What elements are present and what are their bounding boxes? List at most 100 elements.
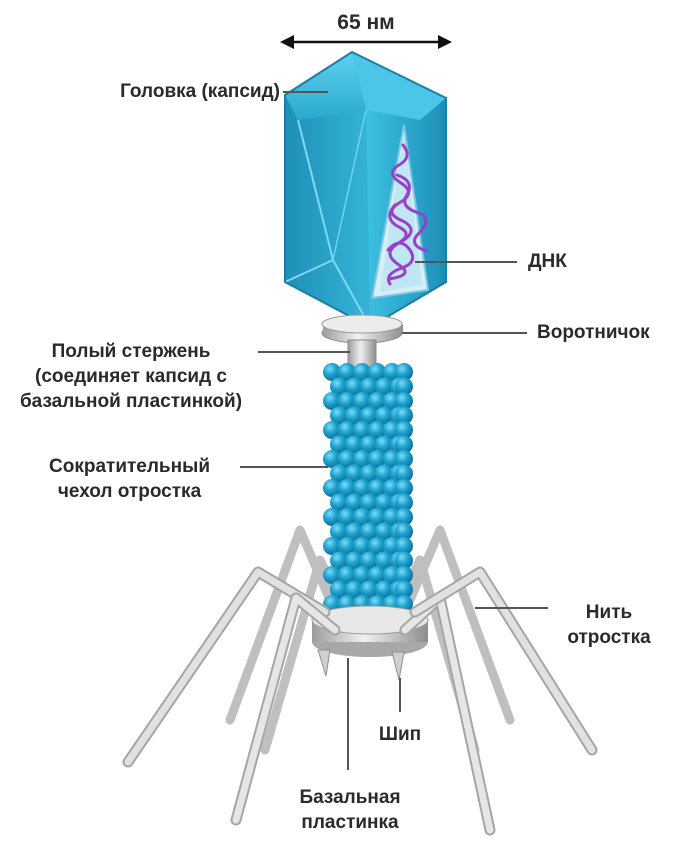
sheath-bead <box>375 522 393 541</box>
sheath-bead <box>353 566 371 584</box>
sheath-bead <box>375 377 393 396</box>
sheath-bead <box>360 435 378 454</box>
sheath-bead <box>353 508 371 526</box>
sheath-bead <box>330 493 348 512</box>
sheath-bead <box>360 580 378 599</box>
sheath-bead <box>338 566 356 584</box>
spikes <box>317 649 405 681</box>
dimension-label: 65 нм <box>337 11 395 34</box>
sheath-bead <box>368 566 386 584</box>
sheath-bead <box>323 566 341 584</box>
capsid-head <box>284 50 447 329</box>
sheath-bead <box>323 450 341 468</box>
sheath-bead <box>338 450 356 468</box>
sheath-bead <box>323 508 341 526</box>
label-sheath-line-2: чехол отростка <box>57 481 202 502</box>
base-plate <box>311 605 429 657</box>
sheath-bead <box>323 392 341 410</box>
sheath-bead <box>330 435 348 454</box>
sheath-bead <box>395 580 413 599</box>
sheath-bead <box>395 421 413 439</box>
sheath-bead <box>395 566 413 584</box>
sheath-bead <box>395 464 413 483</box>
sheath-bead <box>368 363 386 381</box>
sheath-bead <box>323 421 341 439</box>
sheath-bead <box>345 551 363 570</box>
label-baseplate: Базальная пластинка <box>270 785 430 835</box>
tail-fibers-front <box>122 566 598 836</box>
sheath-bead <box>323 363 341 381</box>
sheath-bead <box>345 377 363 396</box>
label-sheath: Сократительный чехол отростка <box>22 454 237 504</box>
sheath-bead <box>395 435 413 454</box>
sheath-bead <box>323 479 341 497</box>
sheath-bead <box>395 537 413 555</box>
sheath-bead <box>338 479 356 497</box>
sheath-bead <box>395 406 413 425</box>
sheath-bead <box>353 450 371 468</box>
label-head: Головка (капсид) <box>120 81 280 102</box>
sheath-bead <box>375 406 393 425</box>
sheath-bead <box>345 406 363 425</box>
sheath-bead <box>375 551 393 570</box>
sheath-bead <box>345 493 363 512</box>
sheath-bead <box>345 464 363 483</box>
sheath-bead <box>338 537 356 555</box>
sheath-bead <box>375 493 393 512</box>
sheath-bead <box>345 580 363 599</box>
sheath-bead <box>330 551 348 570</box>
dna-strand <box>386 143 429 286</box>
sheath-bead <box>368 508 386 526</box>
label-dna: ДНК <box>528 251 567 272</box>
sheath-bead <box>368 450 386 468</box>
sheath-bead <box>368 479 386 497</box>
sheath-bead <box>375 464 393 483</box>
sheath-bead <box>360 522 378 541</box>
sheath-bead <box>395 479 413 497</box>
sheath-bead <box>375 580 393 599</box>
label-baseplate-line-2: пластинка <box>301 812 399 833</box>
sheath-bead <box>395 392 413 410</box>
sheath-bead <box>353 421 371 439</box>
sheath-bead <box>360 406 378 425</box>
sheath-bead <box>395 363 413 381</box>
sheath-bead <box>360 377 378 396</box>
sheath-bead <box>368 392 386 410</box>
sheath-bead <box>323 537 341 555</box>
sheath-bead <box>395 493 413 512</box>
label-fiber-line-2: отростка <box>567 627 651 648</box>
sheath-bead <box>360 493 378 512</box>
sheath-bead <box>395 450 413 468</box>
sheath-bead <box>368 537 386 555</box>
leader-lines <box>240 91 548 770</box>
sheath-bead <box>353 392 371 410</box>
sheath-bead <box>345 522 363 541</box>
sheath-bead <box>395 522 413 541</box>
sheath-bead <box>330 406 348 425</box>
sheath-bead <box>330 377 348 396</box>
sheath-bead <box>330 522 348 541</box>
collar <box>321 314 403 344</box>
sheath-bead <box>330 580 348 599</box>
label-tube-line-3: базальной пластинкой) <box>19 391 243 412</box>
label-baseplate-line-1: Базальная <box>299 787 401 808</box>
label-fiber: Нить отростка <box>548 600 670 650</box>
sheath-bead <box>345 435 363 454</box>
sheath-bead <box>338 508 356 526</box>
sheath-bead <box>395 508 413 526</box>
sheath-bead <box>330 464 348 483</box>
label-spike: Шип <box>378 724 422 745</box>
sheath-bead <box>368 421 386 439</box>
sheath-bead <box>353 363 371 381</box>
sheath-bead <box>338 421 356 439</box>
sheath-bead <box>375 435 393 454</box>
label-tube: Полый стержень (соединяет капсид с базал… <box>6 339 256 414</box>
label-tube-line-1: Полый стержень <box>51 341 211 362</box>
sheath-bead <box>360 464 378 483</box>
sheath-bead <box>395 377 413 396</box>
sheath-bead <box>338 363 356 381</box>
label-collar: Воротничок <box>537 322 650 343</box>
sheath-bead <box>395 551 413 570</box>
